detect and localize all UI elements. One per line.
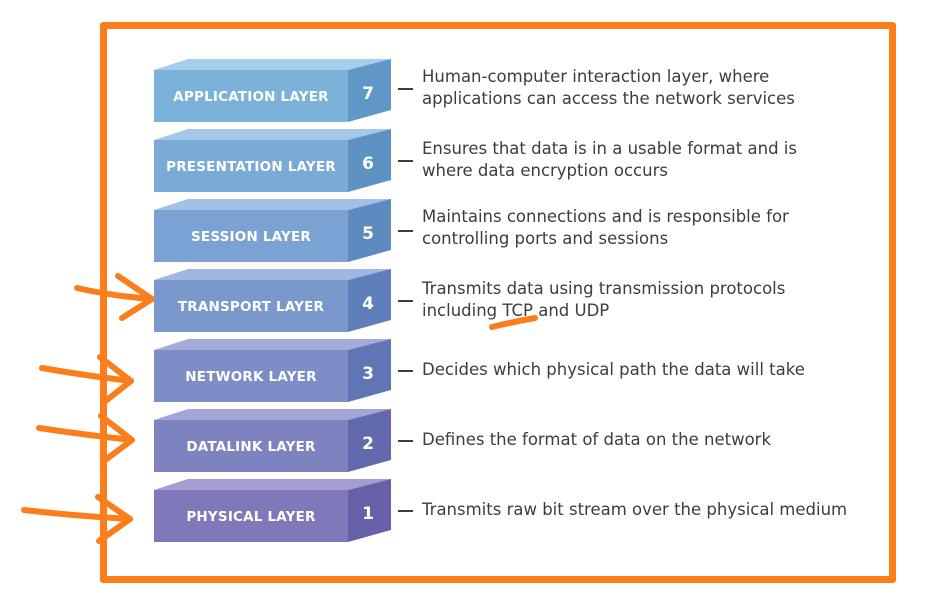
layer-number: 5 (362, 224, 374, 244)
description-line: Defines the format of data on the networ… (422, 430, 772, 449)
layer-top-face (154, 269, 391, 280)
description-line: Maintains connections and is responsible… (422, 207, 789, 226)
layer-name-label: TRANSPORT LAYER (177, 299, 325, 315)
layer-name-label: SESSION LAYER (190, 229, 312, 245)
layer-front-face (154, 350, 348, 402)
layer-side-face (348, 339, 391, 402)
description-line: including TCP and UDP (422, 301, 610, 320)
orange-highlight-frame (100, 22, 896, 583)
layer-block-shape (154, 479, 391, 542)
description-dash (398, 300, 413, 302)
description-dash (398, 160, 413, 162)
layer-block-shape (154, 269, 391, 332)
layer-block-shape (154, 339, 391, 402)
description-line: Ensures that data is in a usable format … (422, 139, 797, 158)
layer-block-shape (154, 199, 391, 262)
layer-side-face (348, 409, 391, 472)
description-line: applications can access the network serv… (422, 89, 795, 108)
layer-block: TRANSPORT LAYER 4 (154, 268, 394, 336)
layer-top-face (154, 339, 391, 350)
layer-number: 2 (362, 434, 374, 454)
layer-name-label: PHYSICAL LAYER (186, 509, 316, 525)
layer-block: APPLICATION LAYER 7 (154, 58, 394, 126)
layer-top-face (154, 59, 391, 70)
layer-number: 3 (362, 364, 374, 384)
description-dash (398, 230, 413, 232)
description-dash (398, 370, 413, 372)
layer-block-shape (154, 409, 391, 472)
layer-top-face (154, 129, 391, 140)
layer-number: 7 (362, 84, 374, 104)
description-line: where data encryption occurs (422, 161, 668, 180)
layer-number: 4 (362, 294, 374, 314)
layer-number: 1 (362, 504, 374, 524)
layer-front-face (154, 210, 348, 262)
description-line: Human-computer interaction layer, where (422, 67, 770, 86)
layer-block: NETWORK LAYER 3 (154, 338, 394, 406)
description-dash (398, 440, 413, 442)
layer-block: PRESENTATION LAYER 6 (154, 128, 394, 196)
layer-block: PHYSICAL LAYER 1 (154, 478, 394, 546)
description-line: Transmits data using transmission protoc… (422, 279, 786, 298)
layer-top-face (154, 409, 391, 420)
layer-front-face (154, 70, 348, 122)
layer-name-label: APPLICATION LAYER (173, 89, 329, 105)
description-line: Transmits raw bit stream over the physic… (422, 500, 848, 519)
layer-name-label: PRESENTATION LAYER (166, 159, 336, 175)
layer-front-face (154, 420, 348, 472)
layer-side-face (348, 479, 391, 542)
layer-top-face (154, 199, 391, 210)
layer-front-face (154, 490, 348, 542)
layer-side-face (348, 199, 391, 262)
description-line: Decides which physical path the data wil… (422, 360, 805, 379)
layer-number: 6 (362, 154, 374, 174)
layer-block: SESSION LAYER 5 (154, 198, 394, 266)
layer-block-shape (154, 59, 391, 122)
layer-front-face (154, 280, 348, 332)
layer-block: DATALINK LAYER 2 (154, 408, 394, 476)
description-dash (398, 510, 413, 512)
description-line: controlling ports and sessions (422, 229, 669, 248)
layer-side-face (348, 59, 391, 122)
layer-side-face (348, 269, 391, 332)
layer-front-face (154, 140, 348, 192)
layer-name-label: DATALINK LAYER (186, 439, 316, 455)
layer-top-face (154, 479, 391, 490)
layer-name-label: NETWORK LAYER (185, 369, 317, 385)
layer-block-shape (154, 129, 391, 192)
description-dash (398, 88, 413, 90)
layer-side-face (348, 129, 391, 192)
